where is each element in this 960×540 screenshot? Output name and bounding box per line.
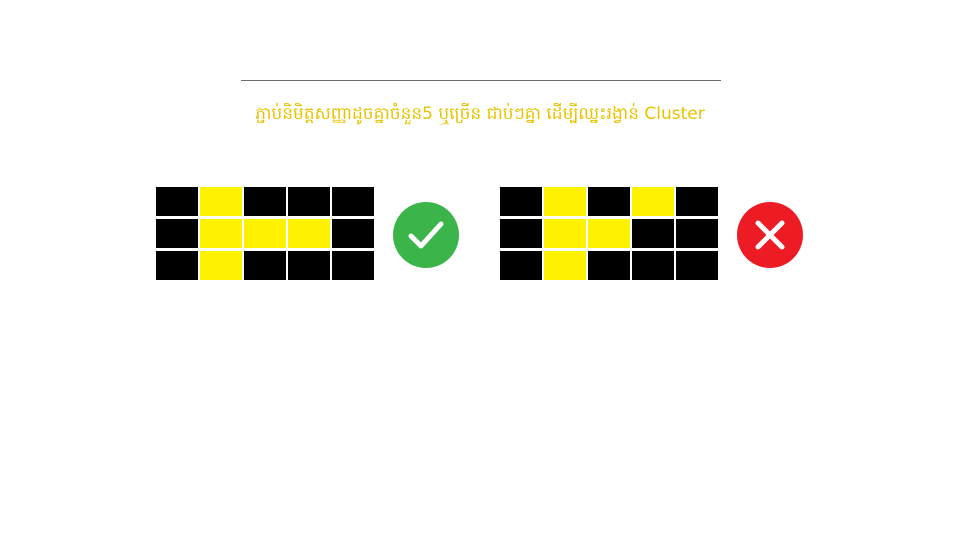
cluster-symbol-cell xyxy=(244,219,286,248)
empty-cell xyxy=(676,219,718,248)
empty-cell xyxy=(588,187,630,216)
empty-cell xyxy=(244,251,286,280)
empty-cell xyxy=(500,251,542,280)
empty-cell xyxy=(676,251,718,280)
empty-cell xyxy=(332,219,374,248)
empty-cell xyxy=(500,187,542,216)
empty-cell xyxy=(632,219,674,248)
empty-cell xyxy=(156,187,198,216)
empty-cell xyxy=(332,187,374,216)
empty-cell xyxy=(244,187,286,216)
cluster-symbol-cell xyxy=(632,187,674,216)
cluster-symbol-cell xyxy=(544,219,586,248)
valid-badge xyxy=(393,202,459,268)
empty-cell xyxy=(332,251,374,280)
cluster-symbol-cell xyxy=(288,219,330,248)
empty-cell xyxy=(156,251,198,280)
valid-example-grid xyxy=(156,187,374,280)
empty-cell xyxy=(500,219,542,248)
rule-title: ភ្ជាប់និមិត្តសញ្ញាដូចគ្នាចំនួន5 ឬច្រើន ជ… xyxy=(255,104,705,124)
empty-cell xyxy=(676,187,718,216)
cross-icon xyxy=(755,220,785,250)
invalid-badge xyxy=(737,202,803,268)
empty-cell xyxy=(632,251,674,280)
cluster-symbol-cell xyxy=(200,219,242,248)
checkmark-icon xyxy=(408,221,444,249)
empty-cell xyxy=(288,251,330,280)
invalid-example-grid xyxy=(500,187,718,280)
empty-cell xyxy=(156,219,198,248)
cluster-symbol-cell xyxy=(588,219,630,248)
cluster-symbol-cell xyxy=(544,187,586,216)
cluster-symbol-cell xyxy=(544,251,586,280)
empty-cell xyxy=(588,251,630,280)
title-divider xyxy=(241,80,721,81)
cluster-symbol-cell xyxy=(200,251,242,280)
cluster-symbol-cell xyxy=(200,187,242,216)
empty-cell xyxy=(288,187,330,216)
